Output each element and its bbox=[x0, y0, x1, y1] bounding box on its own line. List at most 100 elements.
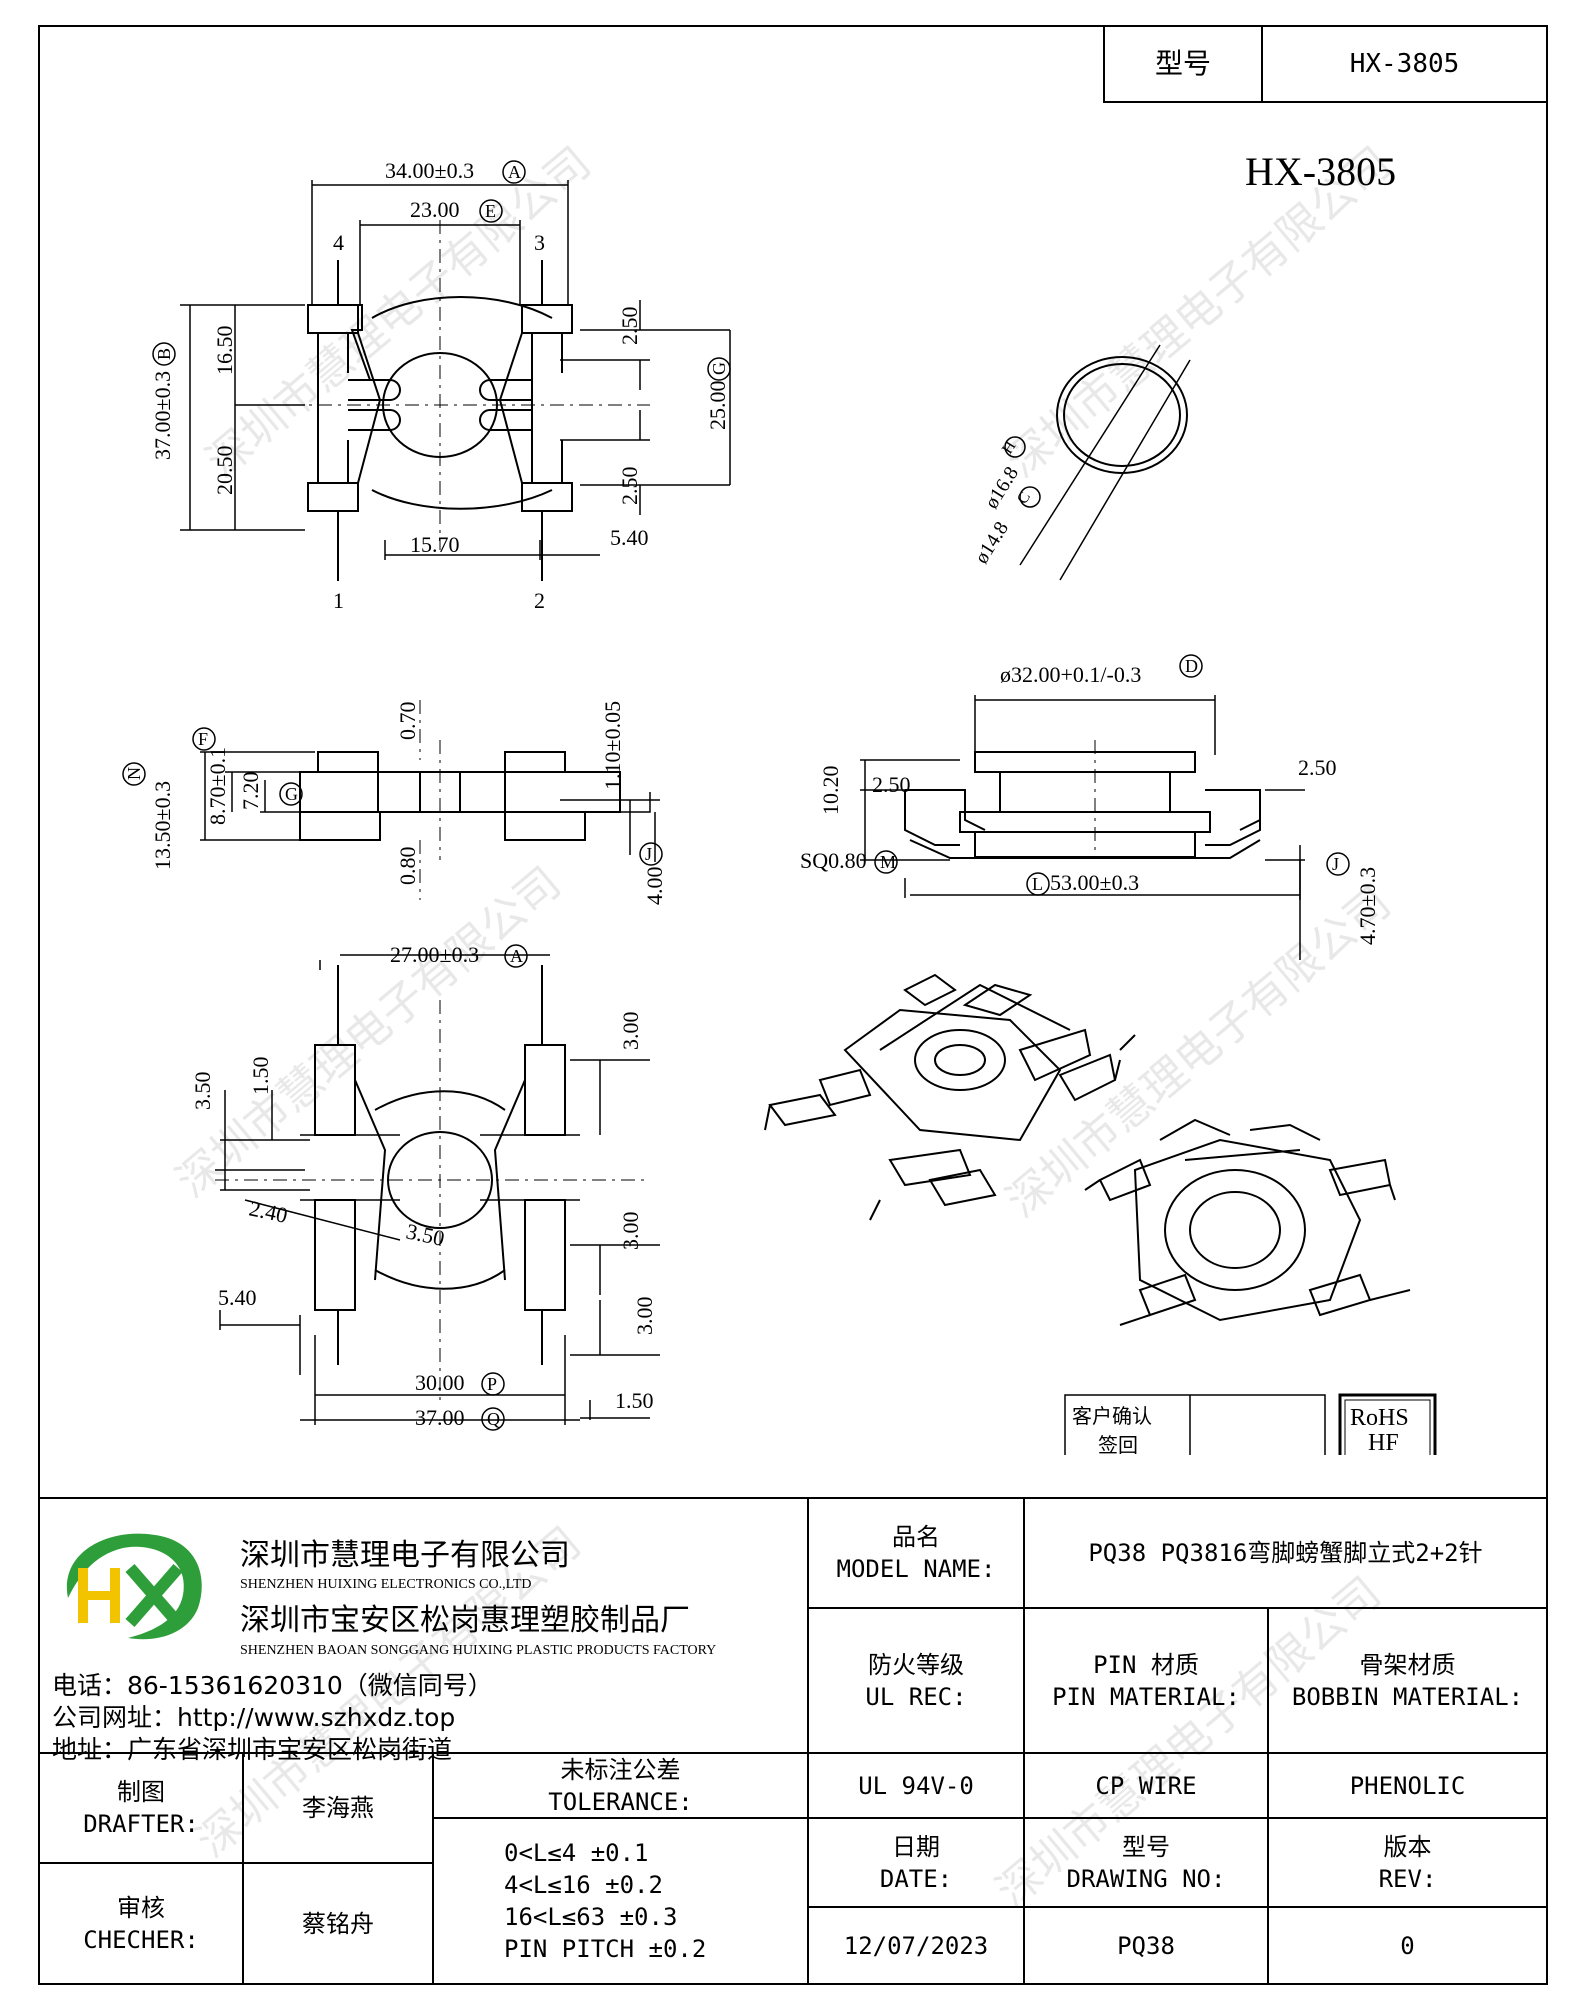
company-logo bbox=[66, 1533, 202, 1640]
front-dim-pin-len: 4.70±0.3 bbox=[1355, 867, 1380, 945]
tolerance-line: 0<L≤4 ±0.1 bbox=[504, 1839, 649, 1867]
stamp-hf: HF bbox=[1368, 1430, 1399, 1456]
bottom-dim-i: 30.00 bbox=[415, 1370, 465, 1395]
top-ref-slot-span: G bbox=[709, 362, 729, 375]
isometric-view-2 bbox=[1084, 1118, 1411, 1326]
top-dim-slot-span: 25.00 bbox=[705, 381, 730, 431]
bottom-dim-j: 37.00 bbox=[415, 1405, 465, 1430]
drafter-en: DRAFTER: bbox=[83, 1810, 199, 1838]
side-dim-pin: 4.00 bbox=[642, 867, 667, 906]
top-view bbox=[180, 180, 731, 581]
pin-material-label-cell: PIN 材质 PIN MATERIAL: bbox=[1023, 1607, 1269, 1754]
side-dim-core: 7.20 bbox=[238, 772, 263, 811]
side-dim-bottom: 0.80 bbox=[395, 847, 420, 886]
company-website: 公司网址：http://www.szhxdz.top bbox=[52, 1703, 456, 1732]
isometric-view-1 bbox=[764, 973, 1136, 1221]
pin-value-cell: CP WIRE bbox=[1023, 1752, 1269, 1819]
checker-label-cell: 审核 CHECHER: bbox=[38, 1862, 244, 1985]
factory-name-cn: 深圳市宝安区松岗惠理塑胶制品厂 bbox=[240, 1603, 690, 1638]
model-value: HX-3805 bbox=[1349, 49, 1460, 79]
circle-dim-outer: ø16.8 bbox=[981, 463, 1024, 513]
rev-en: REV: bbox=[1378, 1864, 1437, 1893]
front-view bbox=[860, 695, 1305, 960]
model-name-value: PQ38 PQ3816弯脚螃蟹脚立式2+2针 bbox=[1088, 1539, 1483, 1567]
bottom-view bbox=[215, 954, 660, 1425]
tolerance-line: 16<L≤63 ±0.3 bbox=[504, 1903, 678, 1931]
pin-label-1: 1 bbox=[333, 588, 344, 613]
rev-value-cell: 0 bbox=[1267, 1906, 1548, 1985]
top-dim-inner: 23.00 bbox=[410, 197, 460, 222]
bottom-dim-b: 1.50 bbox=[248, 1057, 273, 1096]
bobbin-material-en: BOBBIN MATERIAL: bbox=[1291, 1682, 1524, 1711]
checker-en: CHECHER: bbox=[83, 1925, 199, 1954]
tolerance-cn: 未标注公差 bbox=[560, 1755, 681, 1784]
front-dim-pin-sq: SQ0.80 bbox=[800, 848, 867, 873]
technical-drawing: HX-3805 34.00±0.3 A 23.00 E 37.00±0.3 B … bbox=[122, 149, 1437, 1457]
model-name-en: MODEL NAME: bbox=[836, 1555, 996, 1583]
drafter-name: 李海燕 bbox=[302, 1794, 374, 1822]
reference-circles bbox=[122, 160, 1350, 1431]
pin-label-3: 3 bbox=[534, 230, 545, 255]
top-ref-inner: E bbox=[485, 201, 496, 221]
top-dim-width: 34.00±0.3 bbox=[385, 158, 474, 183]
stamp-customer-confirm: 客户确认 bbox=[1072, 1405, 1152, 1428]
ul-value: UL 94V-0 bbox=[858, 1771, 974, 1800]
tolerance-label-cell: 未标注公差 TOLERANCE: bbox=[432, 1752, 809, 1819]
model-value-cell: HX-3805 bbox=[1261, 25, 1548, 103]
model-name-cn: 品名 bbox=[892, 1523, 940, 1551]
bobbin-material-cn: 骨架材质 bbox=[1359, 1650, 1456, 1679]
bobbin-material-label-cell: 骨架材质 BOBBIN MATERIAL: bbox=[1267, 1607, 1548, 1754]
side-ref-flange: F bbox=[198, 729, 208, 749]
drawing-no-value: PQ38 bbox=[1117, 1931, 1175, 1960]
stamp-rohs: RoHS bbox=[1350, 1405, 1409, 1431]
model-name-label-cell: 品名 MODEL NAME: bbox=[807, 1497, 1025, 1609]
fire-rating-en: UL REC: bbox=[865, 1682, 967, 1711]
top-dim-slot-bottom: 2.50 bbox=[617, 467, 642, 506]
company-name-cn: 深圳市慧理电子有限公司 bbox=[240, 1538, 570, 1573]
stamps bbox=[1064, 1393, 1437, 1455]
side-ref-pin: J bbox=[645, 844, 652, 864]
drafter-name-cell: 李海燕 bbox=[242, 1752, 434, 1864]
fire-rating-label-cell: 防火等级 UL REC: bbox=[807, 1607, 1025, 1754]
top-dim-height: 37.00±0.3 bbox=[150, 371, 175, 460]
bottom-dim-f: 3.00 bbox=[618, 1212, 643, 1251]
front-dim-dia: ø32.00+0.1/-0.3 bbox=[1000, 662, 1141, 687]
bottom-dim-d: 2.40 bbox=[247, 1195, 290, 1227]
bottom-ref-j: Q bbox=[487, 1409, 500, 1429]
checker-name-cell: 蔡铭舟 bbox=[242, 1862, 434, 1985]
side-dim-top: 0.70 bbox=[395, 702, 420, 741]
drawing-no-cn: 型号 bbox=[1122, 1832, 1170, 1861]
front-ref-pin-sq: M bbox=[880, 852, 896, 872]
bottom-ref-i: P bbox=[487, 1374, 497, 1394]
bottom-dim-g: 3.00 bbox=[632, 1297, 657, 1336]
fire-rating-cn: 防火等级 bbox=[868, 1650, 964, 1679]
front-ref-dia: D bbox=[1185, 656, 1198, 676]
side-dim-flange: 8.70±0.1 bbox=[205, 747, 230, 825]
top-ref-height: B bbox=[154, 348, 174, 360]
drawing-no-en: DRAWING NO: bbox=[1066, 1864, 1226, 1893]
date-en: DATE: bbox=[879, 1864, 953, 1893]
pin-value: CP WIRE bbox=[1095, 1771, 1197, 1800]
bobbin-value: PHENOLIC bbox=[1349, 1771, 1466, 1800]
drafter-cn: 制图 bbox=[117, 1778, 165, 1806]
side-ref-total: N bbox=[124, 767, 144, 780]
circle-dim-inner: ø14.8 bbox=[971, 518, 1014, 568]
bottom-dim-c: 3.00 bbox=[618, 1012, 643, 1051]
bottom-dim-width: 27.00±0.3 bbox=[390, 942, 479, 967]
part-number-heading: HX-3805 bbox=[1245, 149, 1396, 194]
pin-label-4: 4 bbox=[333, 230, 344, 255]
factory-name-en: SHENZHEN BAOAN SONGGANG HUIXING PLASTIC … bbox=[240, 1643, 717, 1658]
rev-value: 0 bbox=[1400, 1931, 1415, 1960]
pin-material-en: PIN MATERIAL: bbox=[1052, 1682, 1240, 1711]
front-dim-height: 10.20 bbox=[818, 766, 843, 816]
tolerance-line: 4<L≤16 ±0.2 bbox=[504, 1871, 663, 1899]
top-ref-width: A bbox=[508, 162, 521, 182]
company-phone: 电话：86-15361620310（微信同号） bbox=[52, 1671, 493, 1700]
bobbin-value-cell: PHENOLIC bbox=[1267, 1752, 1548, 1819]
tolerance-values-cell: 0<L≤4 ±0.1 4<L≤16 ±0.2 16<L≤63 ±0.3 PIN … bbox=[432, 1817, 809, 1985]
model-label: 型号 bbox=[1154, 47, 1211, 80]
front-ref-length: L bbox=[1032, 874, 1043, 894]
top-dim-upper: 16.50 bbox=[212, 326, 237, 376]
top-dim-slot-top: 2.50 bbox=[617, 307, 642, 346]
rev-label-cell: 版本 REV: bbox=[1267, 1817, 1548, 1908]
